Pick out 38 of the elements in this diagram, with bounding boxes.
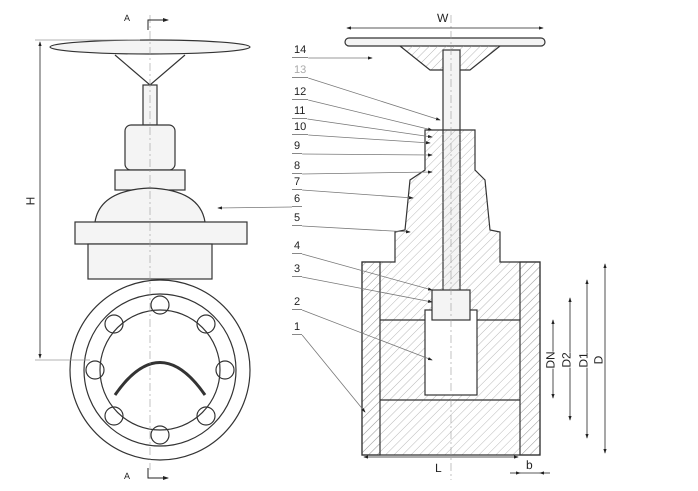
leader-line bbox=[302, 276, 433, 303]
leader-line bbox=[302, 334, 366, 413]
callout-number: 10 bbox=[292, 121, 308, 135]
callout-number: 1 bbox=[292, 321, 302, 335]
callout-number: 13 bbox=[292, 64, 308, 78]
section-label: A bbox=[124, 12, 130, 24]
leader-line bbox=[308, 100, 433, 131]
dimension-label: H bbox=[24, 196, 36, 206]
leader-line bbox=[217, 206, 292, 210]
leader-line bbox=[308, 134, 431, 144]
callout-number: 12 bbox=[292, 86, 308, 100]
leader-line bbox=[302, 153, 433, 157]
callout-number: 9 bbox=[292, 140, 302, 154]
dimension-label: L bbox=[435, 462, 442, 474]
dimension-label: DN bbox=[544, 351, 557, 369]
dimension-label: D bbox=[592, 356, 604, 364]
callout-number: 4 bbox=[292, 240, 302, 254]
leader-line bbox=[308, 78, 441, 120]
leader-line bbox=[307, 118, 433, 138]
leader-line bbox=[302, 310, 433, 360]
leader-line bbox=[302, 254, 433, 290]
dimension-label: b bbox=[526, 459, 533, 471]
callout-number: 2 bbox=[292, 296, 302, 310]
callout-number: 6 bbox=[292, 193, 302, 207]
dimension-label: D1 bbox=[578, 352, 590, 368]
callout-number: 5 bbox=[292, 212, 302, 226]
callout-number: 8 bbox=[292, 160, 302, 174]
callout-number: 7 bbox=[292, 176, 302, 190]
leader-line bbox=[302, 226, 411, 234]
dimension-label: D2 bbox=[560, 352, 573, 368]
leader-line bbox=[302, 190, 414, 200]
leader-line bbox=[302, 170, 433, 174]
callout-number: 3 bbox=[292, 263, 302, 277]
dimension-label: W bbox=[437, 12, 448, 24]
section-label: A bbox=[124, 470, 130, 482]
leader-line bbox=[308, 56, 373, 60]
callout-number: 14 bbox=[292, 44, 308, 58]
callout-number: 11 bbox=[292, 105, 308, 119]
